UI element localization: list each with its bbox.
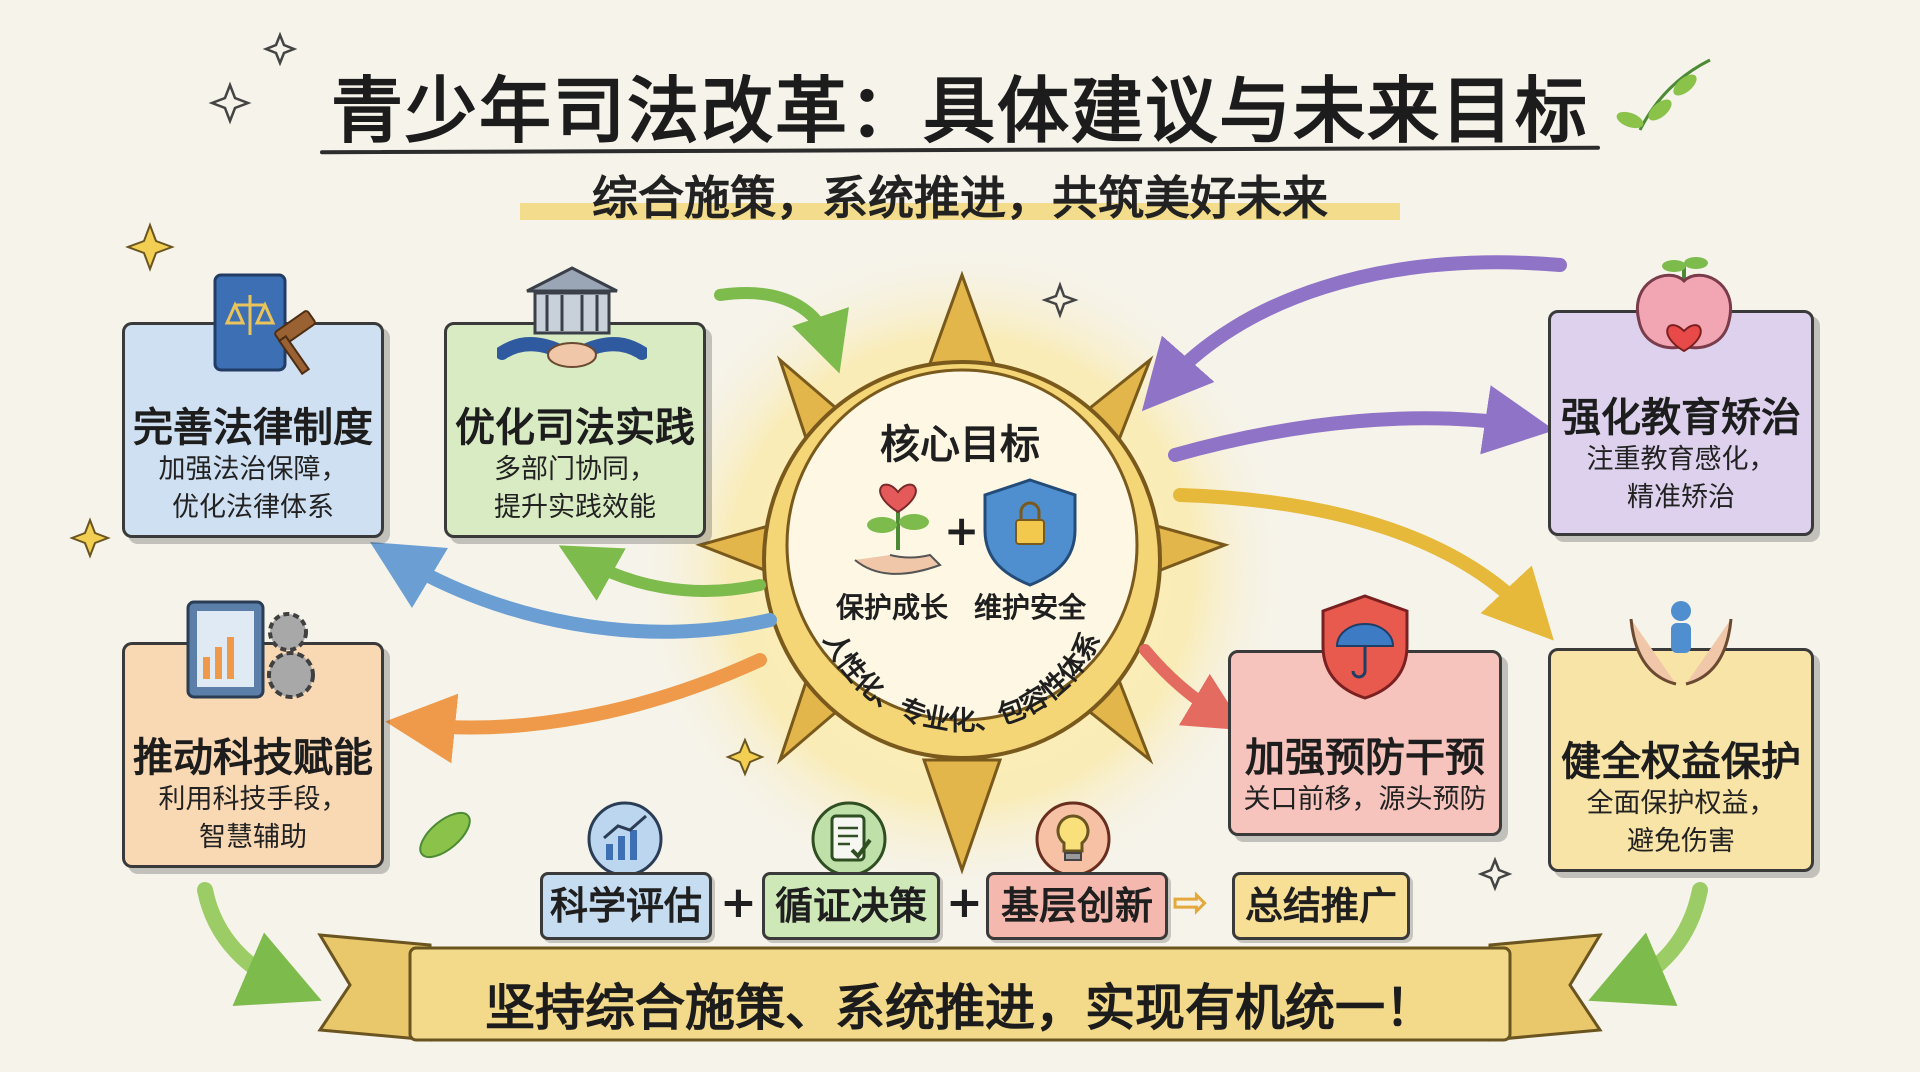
brain-heart-sprout-icon [1635, 257, 1733, 353]
card-desc-line: 避免伤害 [1627, 826, 1735, 857]
card-description: 利用科技手段， 智慧辅助 [137, 781, 369, 857]
core-label-safety: 维护安全 [974, 591, 1087, 624]
arrow-to-technology [385, 653, 767, 764]
card-description: 多部门协同， 提升实践效能 [459, 451, 691, 527]
card-education: 强化教育矫治 注重教育感化， 精准矫治 [1548, 257, 1814, 536]
card-rights: 健全权益保护 全面保护权益， 避免伤害 [1548, 601, 1814, 872]
arrow-to-prevention [1139, 644, 1246, 731]
law-book-gavel-icon [213, 273, 316, 376]
card-description: 加强法治保障， 优化法律体系 [137, 451, 369, 527]
sparkle-stars [69, 222, 765, 777]
step-arrow: ⇨ [1172, 877, 1209, 928]
checklist-icon [811, 801, 887, 877]
core-label-growth: 保护成长 [836, 591, 949, 624]
step-evidence-decision: 循证决策 [762, 872, 940, 940]
compass-face [785, 368, 1139, 722]
core-goal-title: 核心目标 [880, 422, 1040, 468]
shield-lock-icon [983, 478, 1077, 587]
card-desc-line: 关口前移，源头预防 [1243, 784, 1487, 815]
step-plus-sign: + [720, 877, 757, 928]
leaf-decoration [419, 58, 1711, 859]
arc-text: 人性化、专业化、包容性体系 [817, 627, 1107, 737]
card-prevention: 加强预防干预 关口前移，源头预防 [1228, 594, 1502, 836]
step-scientific-assessment: 科学评估 [540, 872, 712, 940]
banner-ribbon [317, 933, 1603, 1042]
lightbulb-icon [1035, 801, 1111, 877]
card-desc-line: 利用科技手段， [158, 784, 348, 815]
card-desc-line: 全面保护权益， [1586, 788, 1776, 819]
svg-text:人性化、专业化、包容性体系: 人性化、专业化、包容性体系 [817, 627, 1107, 737]
core-arc-text: 人性化、专业化、包容性体系 [817, 627, 1107, 737]
card-title: 加强预防干预 [1245, 735, 1485, 781]
card-desc-line: 优化法律体系 [172, 492, 334, 523]
step-summarize-promote: 总结推广 [1232, 872, 1410, 940]
card-title: 推动科技赋能 [133, 735, 373, 781]
hands-child-icon [1629, 601, 1733, 686]
card-title: 强化教育矫治 [1561, 395, 1801, 441]
shield-umbrella-icon [1321, 594, 1409, 700]
card-technology: 推动科技赋能 利用科技手段， 智慧辅助 [122, 600, 384, 868]
card-title: 优化司法实践 [455, 405, 695, 451]
arrow-to-rights [1173, 488, 1554, 641]
card-title: 完善法律制度 [133, 405, 373, 451]
tablet-gears-icon [186, 600, 315, 699]
arrow-to-legal [369, 542, 777, 639]
card-desc-line: 多部门协同， [494, 454, 656, 485]
card-desc-line: 提升实践效能 [494, 492, 656, 523]
courthouse-handshake-icon [497, 266, 647, 368]
card-title: 健全权益保护 [1561, 739, 1801, 785]
arrow-to-education [1168, 385, 1555, 462]
card-description: 关口前移，源头预防 [1243, 781, 1487, 819]
card-description: 注重教育感化， 精准矫治 [1563, 441, 1799, 517]
card-legal-system: 完善法律制度 加强法治保障， 优化法律体系 [122, 273, 384, 538]
card-judicial-practice: 优化司法实践 多部门协同， 提升实践效能 [444, 266, 706, 538]
card-desc-line: 精准矫治 [1627, 482, 1735, 513]
chart-icon [587, 801, 663, 877]
sparkle-outlines [208, 31, 1513, 892]
card-description: 全面保护权益， 避免伤害 [1563, 785, 1799, 861]
arrow-to-practice [558, 545, 766, 601]
arrow-to-core-green [714, 287, 849, 374]
heart-sprout-icon [854, 483, 942, 575]
arrow-right-to-banner [1588, 882, 1708, 1006]
arrow-left-to-banner [197, 882, 322, 1006]
card-desc-line: 注重教育感化， [1586, 444, 1776, 475]
arrow-to-core-purple [1141, 255, 1567, 412]
step-plus-sign: + [946, 877, 983, 928]
card-desc-line: 加强法治保障， [158, 454, 348, 485]
page-subtitle: 综合施策，系统推进，共筑美好未来 [520, 162, 1400, 228]
conclusion-banner: 坚持综合施策、系统推进，实现有机统一！ [485, 979, 1435, 1037]
core-plus-sign: + [944, 506, 980, 555]
step-grassroots-innovation: 基层创新 [986, 872, 1168, 940]
page-title: 青少年司法改革：具体建议与未来目标 [330, 69, 1589, 153]
card-desc-line: 智慧辅助 [199, 822, 307, 853]
